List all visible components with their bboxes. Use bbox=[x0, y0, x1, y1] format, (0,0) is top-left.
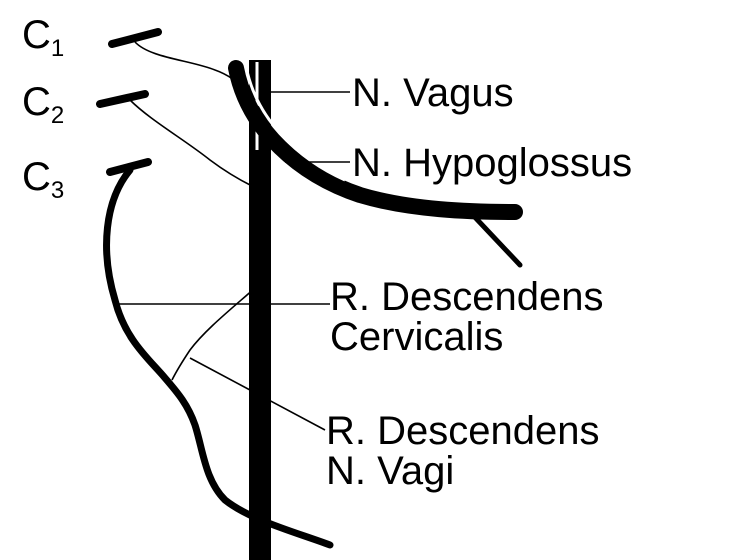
c2-label: C2 bbox=[22, 80, 64, 129]
descendens-cervicalis-label-line1: R. Descendens bbox=[330, 275, 603, 319]
hypoglossus-label: N. Hypoglossus bbox=[352, 141, 632, 185]
descendens-cervicalis-nerve bbox=[107, 170, 330, 545]
descendens-vagi-nerve bbox=[172, 288, 255, 380]
descendens-cervicalis-label-line2: Cervicalis bbox=[330, 315, 503, 359]
descendens-vagi-label-line1: R. Descendens bbox=[326, 409, 599, 453]
c3-label: C3 bbox=[22, 155, 64, 204]
c2-fiber bbox=[130, 100, 252, 186]
vagus-label: N. Vagus bbox=[352, 71, 514, 115]
c2-root-mark bbox=[100, 94, 145, 104]
c1-label: C1 bbox=[22, 13, 64, 62]
descendens-vagi-label-line2: N. Vagi bbox=[326, 449, 454, 493]
